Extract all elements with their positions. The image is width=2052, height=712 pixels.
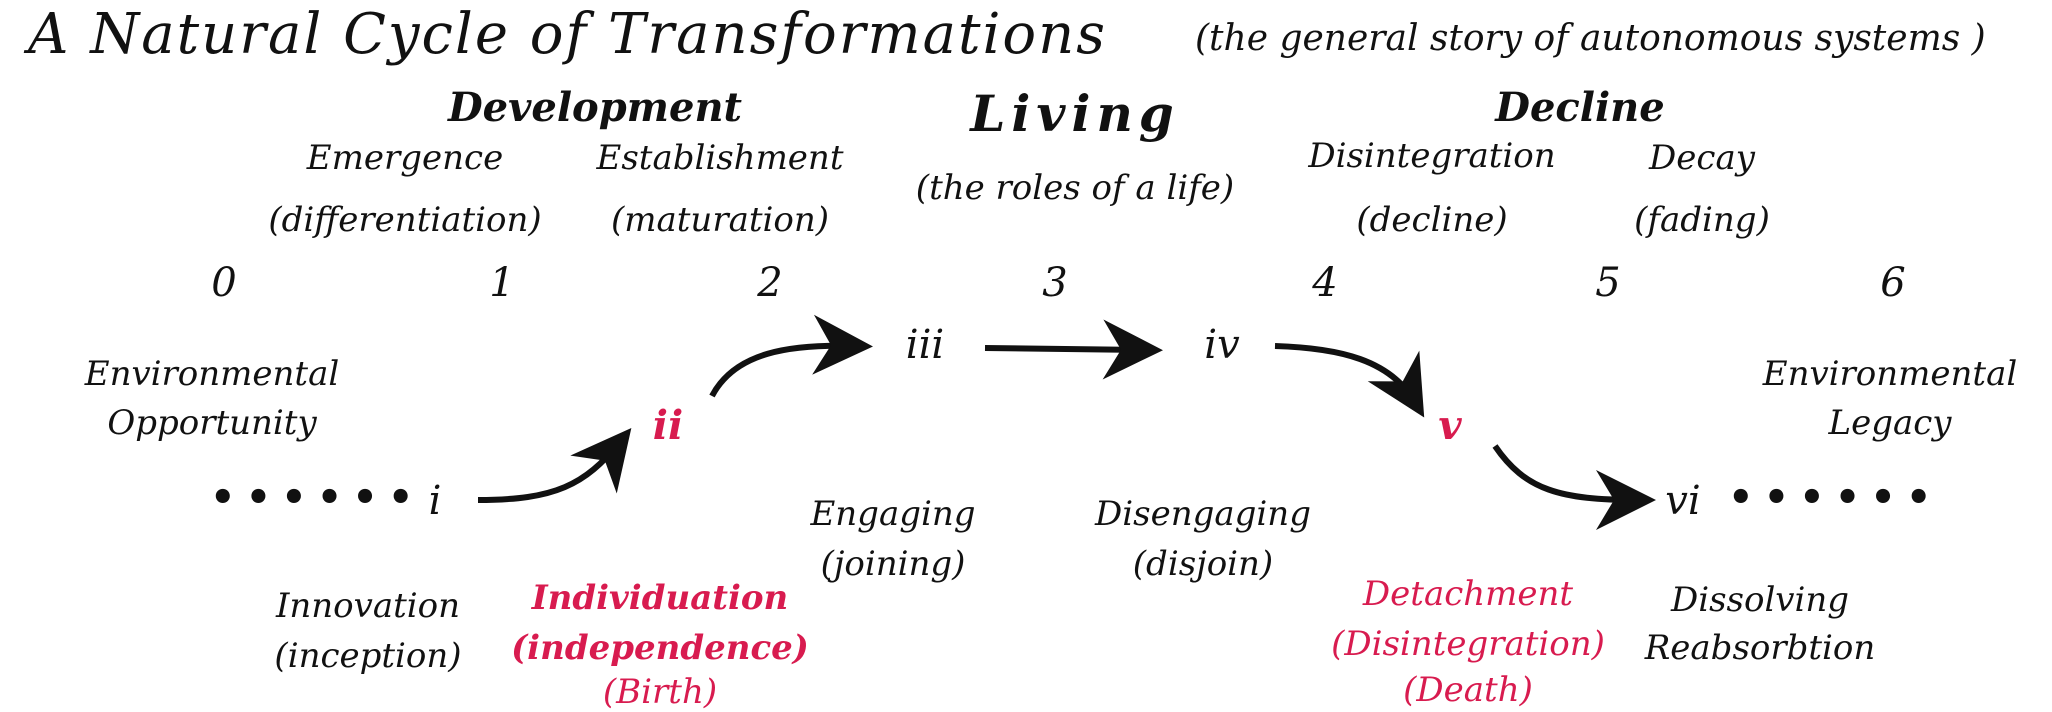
transition-innovation-line2: (inception)	[274, 636, 462, 676]
transition-individuation-line3: (Birth)	[602, 672, 718, 712]
node-ii: ii	[652, 402, 684, 449]
diagram-title: A Natural Cycle of Transformations	[28, 2, 1107, 67]
arrow-v-to-vi	[1492, 444, 1656, 530]
context-right-line1: Environmental	[1762, 354, 2018, 394]
context-right-line2: Legacy	[1828, 403, 1952, 443]
phase-development: Development	[447, 84, 743, 131]
context-left-line2: Opportunity	[107, 403, 317, 443]
transition-engaging-line1: Engaging	[810, 494, 976, 534]
phase-living-subtitle: (the roles of a life)	[915, 168, 1235, 208]
stage-number-3: 3	[1042, 260, 1068, 306]
stage-decay-sub: (fading)	[1634, 200, 1770, 240]
stage-number-6: 6	[1880, 260, 1906, 306]
transition-detachment-line3: (Death)	[1403, 670, 1533, 710]
transition-dissolving-line2: Reabsorbtion	[1644, 628, 1876, 668]
phase-living: Living	[970, 84, 1180, 143]
stage-emergence: Emergence	[306, 138, 504, 178]
transition-individuation-line2: (independence)	[511, 628, 809, 668]
stage-number-0: 0	[211, 260, 237, 306]
transition-detachment-line2: (Disintegration)	[1331, 624, 1605, 664]
transition-individuation-line1: Individuation	[531, 578, 789, 618]
transition-engaging-line2: (joining)	[820, 544, 966, 584]
stage-emergence-sub: (differentiation)	[268, 200, 542, 240]
stage-disintegration-sub: (decline)	[1356, 200, 1508, 240]
stage-establishment: Establishment	[596, 138, 844, 178]
arrow-iv-to-v	[1274, 343, 1425, 418]
node-v: v	[1438, 402, 1462, 449]
arrow-ii-to-iii	[709, 314, 873, 398]
node-vi: vi	[1665, 478, 1701, 524]
stage-number-4: 4	[1312, 260, 1338, 306]
transition-innovation-line1: Innovation	[275, 586, 461, 626]
diagram-subtitle: (the general story of autonomous systems…	[1195, 18, 1986, 59]
dots-left: ••••••	[210, 474, 424, 521]
stage-disintegration: Disintegration	[1308, 136, 1556, 176]
node-iii: iii	[905, 322, 945, 368]
stage-establishment-sub: (maturation)	[610, 200, 830, 240]
stage-number-5: 5	[1595, 260, 1621, 306]
stage-number-2: 2	[757, 260, 783, 306]
transition-disengaging-line2: (disjoin)	[1132, 544, 1274, 584]
stage-decay: Decay	[1649, 138, 1755, 178]
dots-right: ••••••	[1728, 474, 1942, 521]
transition-disengaging-line1: Disengaging	[1095, 494, 1311, 534]
context-left-line1: Environmental	[84, 354, 340, 394]
node-i: i	[428, 478, 442, 524]
phase-decline: Decline	[1495, 84, 1665, 131]
transition-dissolving-line1: Dissolving	[1670, 580, 1850, 620]
stage-number-1: 1	[489, 260, 515, 306]
transition-detachment-line1: Detachment	[1362, 574, 1574, 614]
arrow-i-to-ii	[477, 428, 632, 503]
arrow-iii-to-iv	[984, 319, 1163, 380]
node-iv: iv	[1204, 322, 1240, 368]
